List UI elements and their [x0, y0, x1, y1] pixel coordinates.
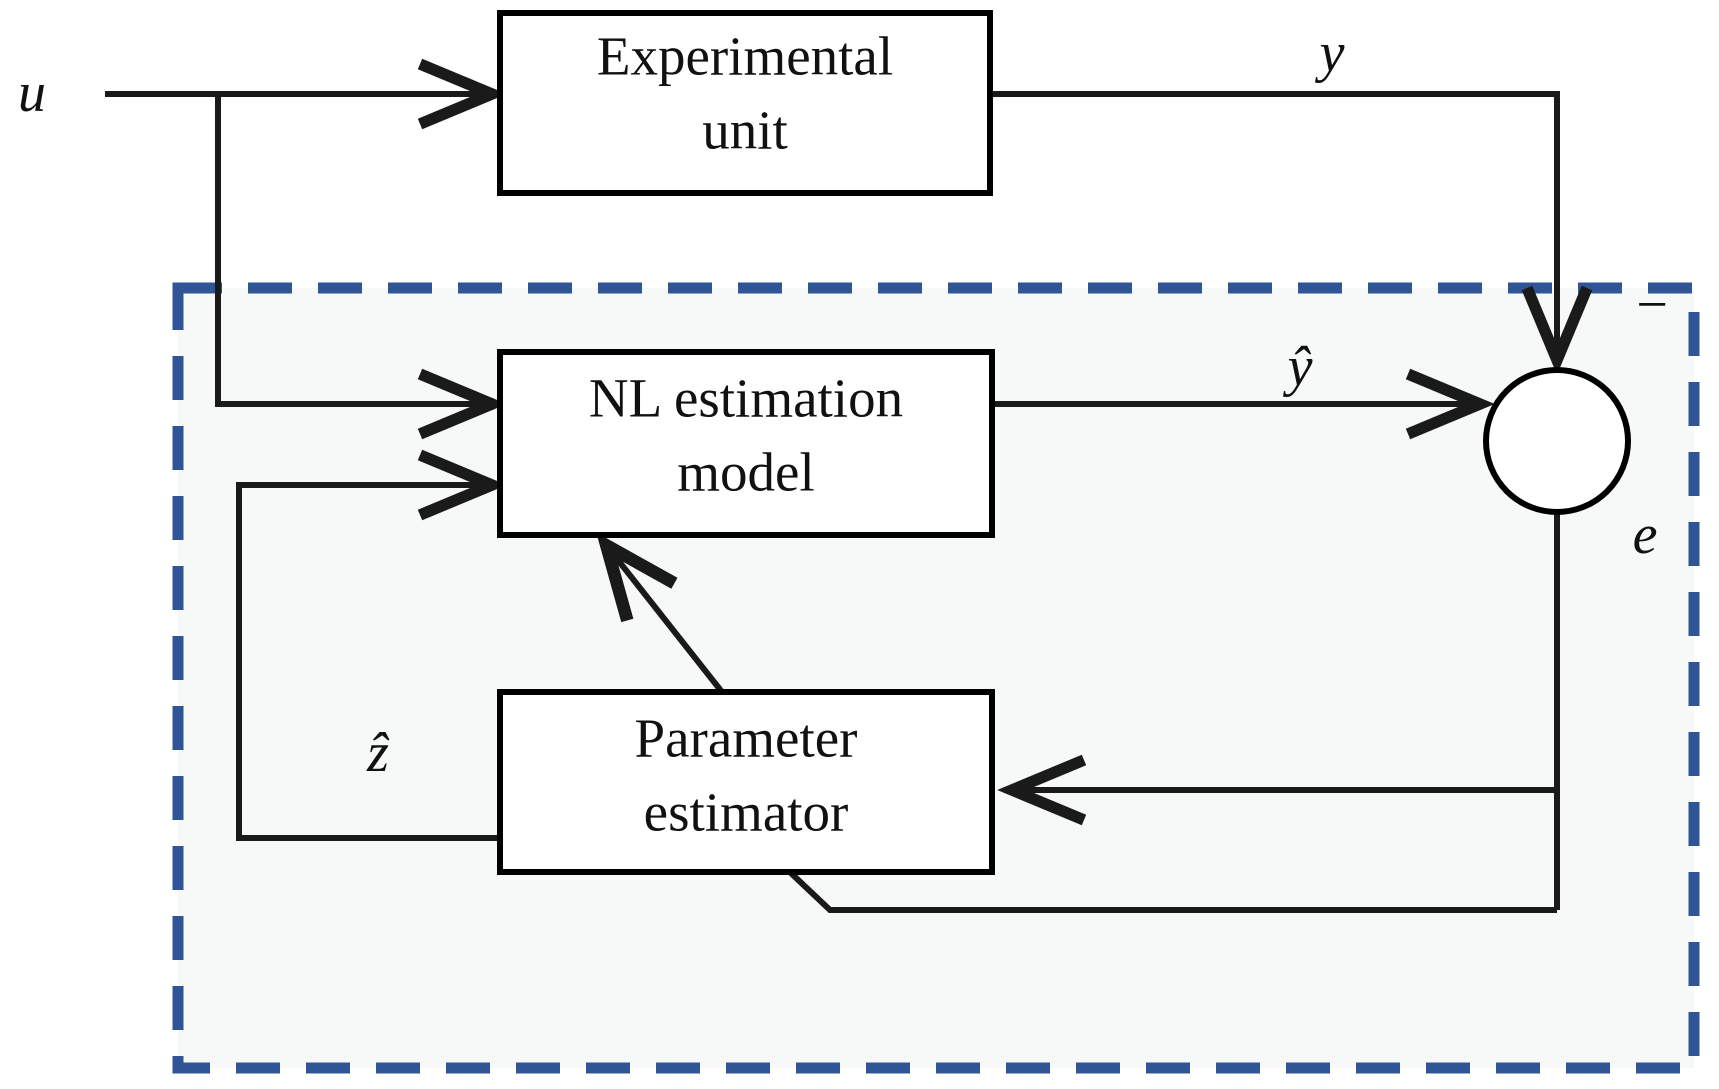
summing-junction-minus-sign: − [1636, 274, 1668, 336]
nl-estimation-model-label-line2: model [677, 442, 814, 503]
wire-y-to-summing-junction [990, 91, 1593, 375]
parameter-estimator-label-line1: Parameter [635, 708, 858, 769]
signal-label-z-hat: ẑ [366, 722, 390, 784]
signal-label-y: y [1315, 22, 1345, 84]
signal-label-u: u [18, 62, 46, 124]
nl-estimation-model-label-line1: NL estimation [589, 368, 903, 429]
wire-parameter-update-diagonal [596, 532, 725, 694]
wire-u-branch-to-nl-model [215, 94, 507, 440]
experimental-unit-label-line1: Experimental [597, 26, 893, 87]
summing-junction[interactable] [1483, 367, 1631, 515]
parameter-estimator-label-line2: estimator [644, 782, 849, 843]
block-parameter-estimator[interactable] [497, 689, 995, 875]
signal-label-e: e [1633, 504, 1658, 566]
experimental-unit-label-line2: unit [702, 100, 788, 161]
signal-label-y-hat: ŷ [1283, 336, 1313, 398]
block-nl-estimation-model[interactable] [497, 349, 995, 538]
block-experimental-unit[interactable] [497, 10, 993, 196]
wire-zhat-to-nl-model [236, 449, 507, 841]
